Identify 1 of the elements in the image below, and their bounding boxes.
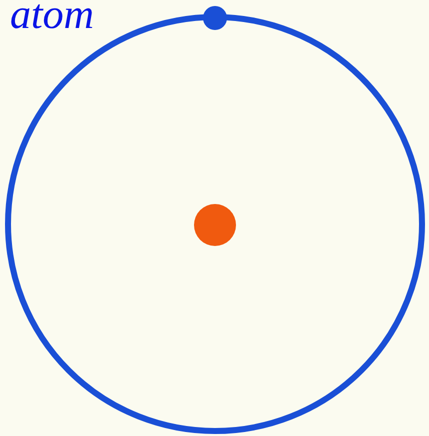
title-label: atom xyxy=(10,0,94,36)
